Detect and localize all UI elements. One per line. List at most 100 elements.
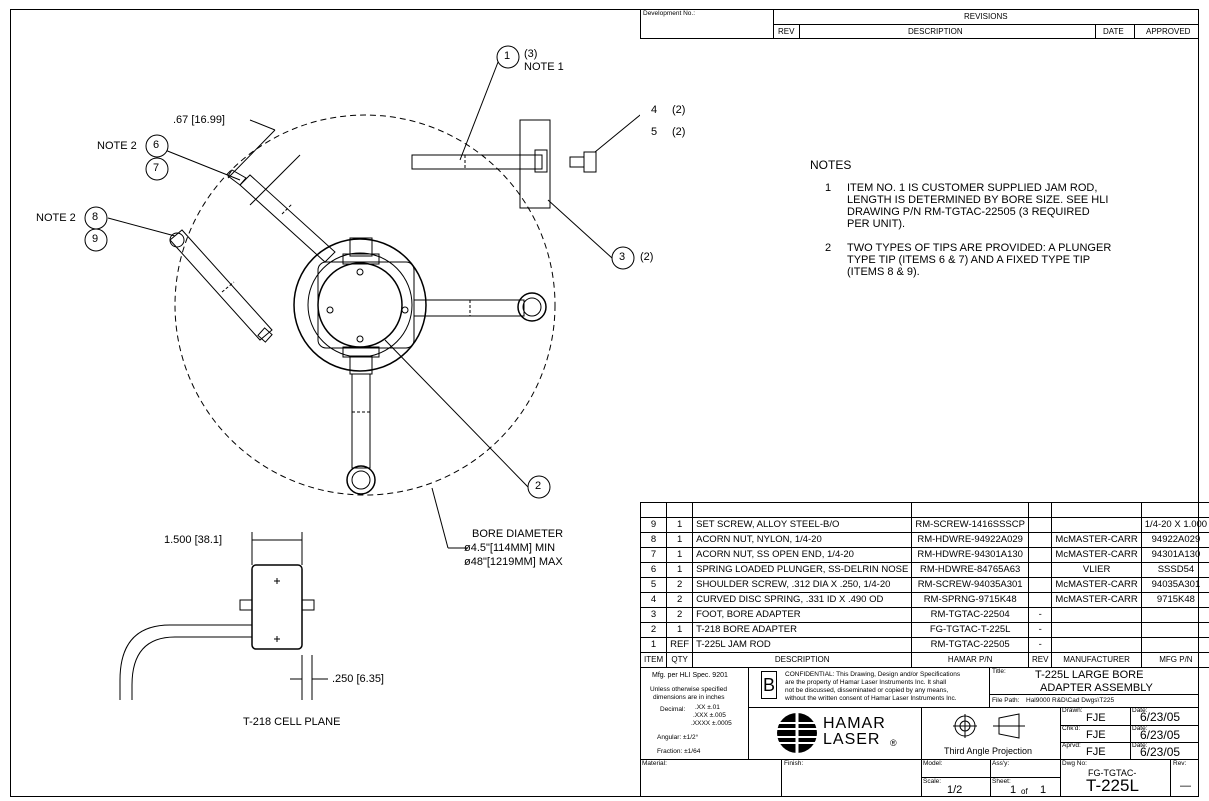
bom-rev — [1027, 577, 1053, 593]
sheet-label: Sheet: — [992, 778, 1011, 785]
notes-title: NOTES — [810, 158, 852, 172]
tb-line — [748, 707, 1199, 708]
approved-by: FJE — [1086, 746, 1106, 758]
bom-desc: FOOT, BORE ADAPTER — [692, 607, 913, 623]
tb-line — [989, 667, 990, 707]
rev-value: — — [1180, 780, 1191, 792]
note-1-ref: NOTE 1 — [524, 61, 564, 73]
bom-qty: 2 — [666, 577, 694, 593]
rev-approved-header: APPROVED — [1146, 27, 1191, 36]
model-label: Model: — [923, 760, 943, 767]
bom-rev — [1027, 517, 1053, 533]
bom-header-desc: DESCRIPTION — [692, 652, 913, 668]
bom-rev — [1027, 547, 1053, 563]
bom-item: 2 — [639, 622, 668, 638]
bom-desc: SPRING LOADED PLUNGER, SS-DELRIN NOSE — [692, 562, 913, 578]
date-approved: 6/23/05 — [1140, 745, 1181, 759]
callout-9-label: 9 — [92, 233, 99, 245]
date-drawn: 6/23/05 — [1140, 710, 1181, 724]
callout-7 — [145, 157, 169, 181]
tb-line — [989, 694, 1199, 695]
dwg-label: Dwg No: — [1062, 760, 1087, 767]
cell-plane-label: T-218 CELL PLANE — [243, 716, 341, 728]
logo-hamar: HAMAR — [823, 715, 886, 732]
callout-9 — [84, 228, 108, 252]
rev-date-header: DATE — [1103, 27, 1124, 36]
bom-desc: ACORN NUT, SS OPEN END, 1/4-20 — [692, 547, 913, 563]
note-2-line3: (ITEMS 8 & 9). — [847, 266, 920, 278]
dwg-number-1: FG-TGTAC- — [1088, 768, 1137, 778]
callout-3 — [611, 246, 635, 270]
bom-header-rev: REV — [1027, 652, 1053, 668]
date-label-3: Date: — [1132, 742, 1148, 749]
bom-blank-cell — [639, 502, 668, 518]
bom-blank-cell — [666, 502, 694, 518]
date-label-1: Date: — [1132, 707, 1148, 714]
dwg-number-2: T-225L — [1086, 776, 1139, 795]
tb-line — [748, 667, 749, 759]
adapter-outer — [293, 238, 427, 372]
note-1-line4: PER UNIT). — [847, 218, 906, 230]
note-2-ref-a: NOTE 2 — [97, 140, 137, 152]
bom-mfgpn: 9715K48 — [1140, 592, 1209, 608]
callout-4-label: 4 — [651, 104, 658, 116]
confidential-4: without the written consent of Hamar Las… — [785, 695, 957, 702]
callout-5-label: 5 — [651, 126, 658, 138]
dim-250: .250 [6.35] — [332, 673, 384, 685]
note-1-line3: DRAWING P/N RM-TGTAC-22505 (3 REQUIRED — [847, 206, 1090, 218]
title-label: Title: — [992, 668, 1006, 675]
third-angle-projection-icon — [953, 713, 1025, 739]
checked-by: FJE — [1086, 729, 1106, 741]
unless-line2: dimensions are in inches — [653, 694, 725, 701]
tb-line — [640, 759, 1199, 760]
revisions-divider — [773, 24, 1199, 25]
bore-max: ø48"[1219MM] MAX — [464, 556, 563, 568]
bom-item: 4 — [639, 592, 668, 608]
size-b-mark: B — [761, 671, 777, 699]
bom-mfgpn: 1/4-20 X 1.000 — [1140, 517, 1209, 533]
bom-pn: FG-TGTAC-T-225L — [911, 622, 1029, 638]
assembly-drawing — [84, 45, 640, 700]
desc-col-line — [1095, 24, 1096, 39]
bom-pn: RM-TGTAC-22504 — [911, 607, 1029, 623]
bom-header-mfr: MANUFACTURER — [1051, 652, 1142, 668]
bore-min: ø4.5"[114MM] MIN — [464, 542, 556, 554]
bom-blank-cell — [692, 502, 913, 518]
drawing-title-2: ADAPTER ASSEMBLY — [1040, 682, 1153, 694]
registered-mark: ® — [890, 738, 897, 748]
bom-qty: 2 — [666, 592, 694, 608]
bom-item: 7 — [639, 547, 668, 563]
fraction-tol: Fraction: ±1/64 — [657, 748, 701, 755]
rev-col-line — [799, 24, 800, 39]
date-label-2: Date: — [1132, 725, 1148, 732]
hamar-logo-icon — [777, 713, 817, 753]
bom-qty: 1 — [666, 532, 694, 548]
spec-text: Mfg. per HLI Spec. 9201 — [652, 672, 728, 679]
bom-blank-cell — [1140, 502, 1209, 518]
bom-desc: SHOULDER SCREW, .312 DIA X .250, 1/4-20 — [692, 577, 913, 593]
bom-desc: T-218 BORE ADAPTER — [692, 622, 913, 638]
tb-line — [1170, 759, 1171, 797]
filepath: Hal9000 R&D\Cad Dwgs\T225 — [1026, 697, 1115, 704]
chkd-label: Chk'd: — [1062, 725, 1081, 732]
decimal-tol-2: .XXX ±.005 — [693, 712, 726, 719]
bom-desc: SET SCREW, ALLOY STEEL-B/O — [692, 517, 913, 533]
bom-pn: RM-SCREW-94035A301 — [911, 577, 1029, 593]
bom-mfr: McMASTER-CARR — [1051, 532, 1142, 548]
bom-desc: ACORN NUT, NYLON, 1/4-20 — [692, 532, 913, 548]
note-2-line1: TWO TYPES OF TIPS ARE PROVIDED: A PLUNGE… — [847, 242, 1112, 254]
bom-mfr: McMASTER-CARR — [1051, 592, 1142, 608]
revisions-title: REVISIONS — [964, 12, 1008, 21]
development-label: Development No.: — [643, 10, 696, 17]
bom-blank-cell — [1027, 502, 1053, 518]
callout-7-label: 7 — [153, 162, 160, 174]
bom-mfgpn: 94922A029 — [1140, 532, 1209, 548]
bore-diameter-title: BORE DIAMETER — [472, 528, 564, 540]
note-2-ref-b: NOTE 2 — [36, 212, 76, 224]
sheet-of: of — [1021, 787, 1028, 796]
bom-header-row: ITEM QTY DESCRIPTION HAMAR P/N REV MANUF… — [639, 652, 1209, 668]
bom-item: 3 — [639, 607, 668, 623]
